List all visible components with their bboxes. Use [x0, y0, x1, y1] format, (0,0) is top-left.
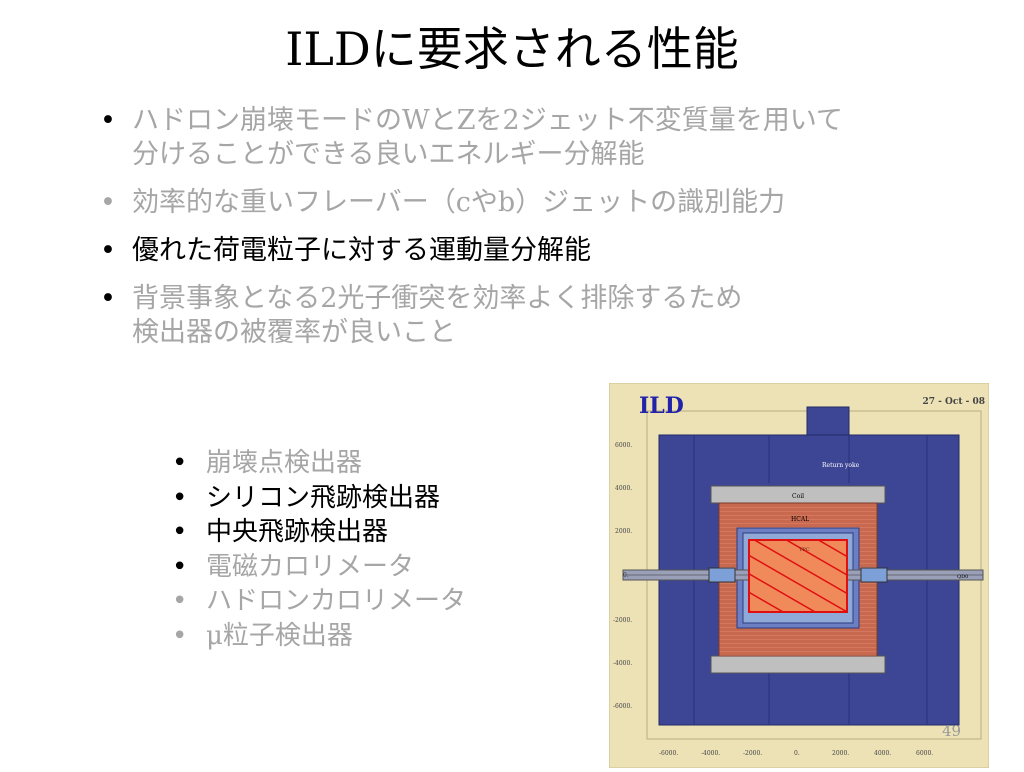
y-tick-label: 4000.: [615, 485, 632, 492]
sub-bullet-ecal: • 電磁カロリメータ: [172, 550, 532, 585]
bullet-text-line: 検出器の被覆率が良いこと: [132, 317, 456, 348]
y-tick-label: 0.: [623, 572, 629, 579]
y-tick-label: -6000.: [613, 703, 632, 710]
x-tick-label: 2000.: [832, 750, 849, 757]
x-tick-label: -4000.: [701, 750, 720, 757]
bullet-dot: •: [172, 448, 188, 478]
x-axis: -6000. -4000. -2000. 0. 2000. 4000. 6000…: [659, 750, 933, 757]
qd0-label: QD0: [957, 574, 968, 580]
hcal-label: HCAL: [791, 516, 809, 523]
coil-label: Coil: [792, 493, 804, 500]
bullet-dot: •: [172, 482, 188, 513]
bullet-dot: •: [100, 235, 116, 266]
bullet-energy-resolution: • ハドロン崩壊モードのWとZを2ジェット不変質量を用いて 分けることができる良…: [100, 104, 940, 172]
y-tick-label: -2000.: [613, 617, 632, 624]
detector-sublist: • 崩壊点検出器 • シリコン飛跡検出器 • 中央飛跡検出器 • 電磁カロリメー…: [172, 446, 532, 653]
bullet-dot: •: [100, 105, 116, 136]
main-bullet-list: • ハドロン崩壊モードのWとZを2ジェット不変質量を用いて 分けることができる良…: [100, 104, 940, 364]
sub-bullet-text: ハドロンカロリメータ: [206, 586, 467, 616]
x-tick-label: 4000.: [874, 750, 891, 757]
bullet-flavor-tagging: • 効率的な重いフレーバー（cやb）ジェットの識別能力: [100, 186, 940, 220]
slide-title: ILDに要求される性能: [285, 22, 739, 76]
x-tick-label: -6000.: [659, 750, 678, 757]
sub-bullet-hcal: • ハドロンカロリメータ: [172, 584, 532, 619]
figure-title: ILD: [639, 393, 684, 419]
bullet-text-line: ハドロン崩壊モードのWとZを2ジェット不変質量を用いて: [132, 105, 843, 136]
bullet-dot: •: [172, 586, 188, 616]
y-tick-label: 6000.: [615, 442, 632, 449]
tpc-label: TPC: [799, 547, 810, 553]
ild-detector-figure: ILD 27 - Oct - 08 Return yoke Coil HCAL …: [608, 382, 990, 769]
bullet-dot: •: [100, 187, 116, 218]
bullet-text-line: 効率的な重いフレーバー（cやb）ジェットの識別能力: [132, 187, 786, 218]
sub-bullet-text: シリコン飛跡検出器: [206, 482, 441, 513]
y-tick-label: 2000.: [615, 528, 632, 535]
sub-bullet-vertex: • 崩壊点検出器: [172, 446, 532, 481]
sub-bullet-silicon-tracker: • シリコン飛跡検出器: [172, 481, 532, 516]
y-axis: 6000. 4000. 2000. 0. -2000. -4000. -6000…: [613, 442, 632, 710]
sub-bullet-muon: • μ粒子検出器: [172, 619, 532, 654]
x-tick-label: 0.: [794, 750, 800, 757]
bullet-dot: •: [172, 517, 188, 547]
sub-bullet-text: 崩壊点検出器: [206, 448, 363, 478]
bullet-dot: •: [100, 283, 116, 314]
page-number: 49: [942, 722, 962, 740]
figure-date: 27 - Oct - 08: [922, 397, 985, 407]
bullet-text-line: 優れた荷電粒子に対する運動量分解能: [132, 235, 591, 266]
x-tick-label: -2000.: [743, 750, 762, 757]
sub-bullet-central-tracker: • 中央飛跡検出器: [172, 515, 532, 550]
bullet-text-line: 背景事象となる2光子衝突を効率よく排除するため: [132, 283, 743, 314]
tpc: [748, 539, 848, 613]
bullet-text-line: 分けることができる良いエネルギー分解能: [132, 139, 645, 170]
bullet-dot: •: [172, 551, 188, 582]
x-tick-label: 6000.: [916, 750, 933, 757]
bullet-momentum-resolution: • 優れた荷電粒子に対する運動量分解能: [100, 234, 940, 268]
sub-bullet-text: 電磁カロリメータ: [206, 551, 415, 582]
sub-bullet-text: 中央飛跡検出器: [206, 517, 389, 547]
sub-bullet-text: μ粒子検出器: [206, 620, 353, 651]
bullet-coverage: • 背景事象となる2光子衝突を効率よく排除するため 検出器の被覆率が良いこと: [100, 282, 940, 350]
yoke-label: Return yoke: [822, 462, 860, 469]
coil: [710, 485, 886, 674]
bullet-dot: •: [172, 620, 188, 651]
y-tick-label: -4000.: [613, 660, 632, 667]
